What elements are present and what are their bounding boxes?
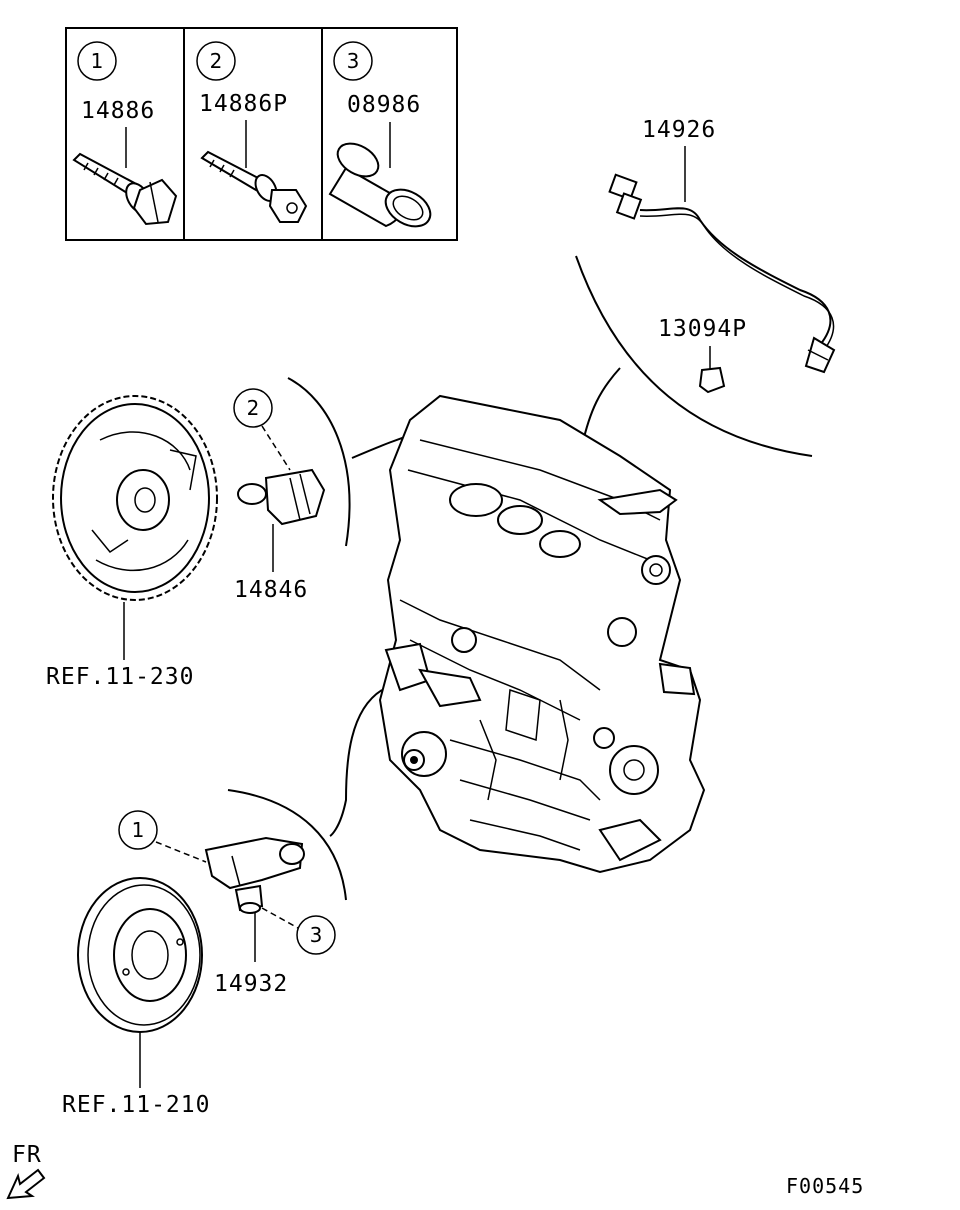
legend-index-2: 2 — [210, 49, 223, 73]
stud-bolt-icon — [200, 150, 308, 223]
seal-sleeve-icon — [328, 142, 432, 228]
crank-sensor-link — [329, 689, 383, 837]
cam-position-sensor — [237, 468, 326, 526]
engine-assembly — [378, 394, 706, 874]
legend-index-circle-2 — [196, 41, 236, 81]
crank-sensor-arc — [227, 789, 347, 901]
oxygen-sensor — [608, 146, 836, 374]
legend-table: 1 14886 2 14886P 3 0898 — [65, 27, 458, 241]
callout-14926: 14926 — [642, 117, 716, 143]
legend-part-no-1: 14886 — [81, 98, 155, 124]
callout-circle-1 — [118, 810, 158, 850]
callout-index-3: 3 — [310, 923, 323, 947]
callout-index-2: 2 — [247, 396, 260, 420]
legend-index-1: 1 — [91, 49, 104, 73]
sensor-group-arc — [575, 255, 813, 457]
legend-index-circle-3 — [333, 41, 373, 81]
legend-part-no-2: 14886P — [199, 91, 288, 117]
camshaft-sprocket — [52, 395, 218, 601]
callout-13094p: 13094P — [658, 316, 747, 342]
legend-part-no-3: 08986 — [347, 92, 421, 118]
orientation-label: FR — [12, 1142, 42, 1168]
figure-code: F00545 — [786, 1174, 864, 1198]
callout-circle-3 — [296, 915, 336, 955]
callout-circle-2 — [233, 388, 273, 428]
front-arrow-icon — [6, 1168, 46, 1200]
callout-index-1: 1 — [132, 818, 145, 842]
callout-ref-11-210: REF.11-210 — [62, 1092, 210, 1118]
legend-index-3: 3 — [347, 49, 360, 73]
callout-ref-11-230: REF.11-230 — [46, 664, 194, 690]
cap-icon — [698, 366, 726, 394]
crankshaft-pulley — [77, 877, 203, 1033]
cam-sensor-arc — [287, 377, 351, 547]
flange-bolt-icon — [72, 152, 178, 226]
callout-14846: 14846 — [234, 577, 308, 603]
crank-position-sensor — [204, 836, 305, 914]
legend-index-circle-1 — [77, 41, 117, 81]
callout-14932: 14932 — [214, 971, 288, 997]
